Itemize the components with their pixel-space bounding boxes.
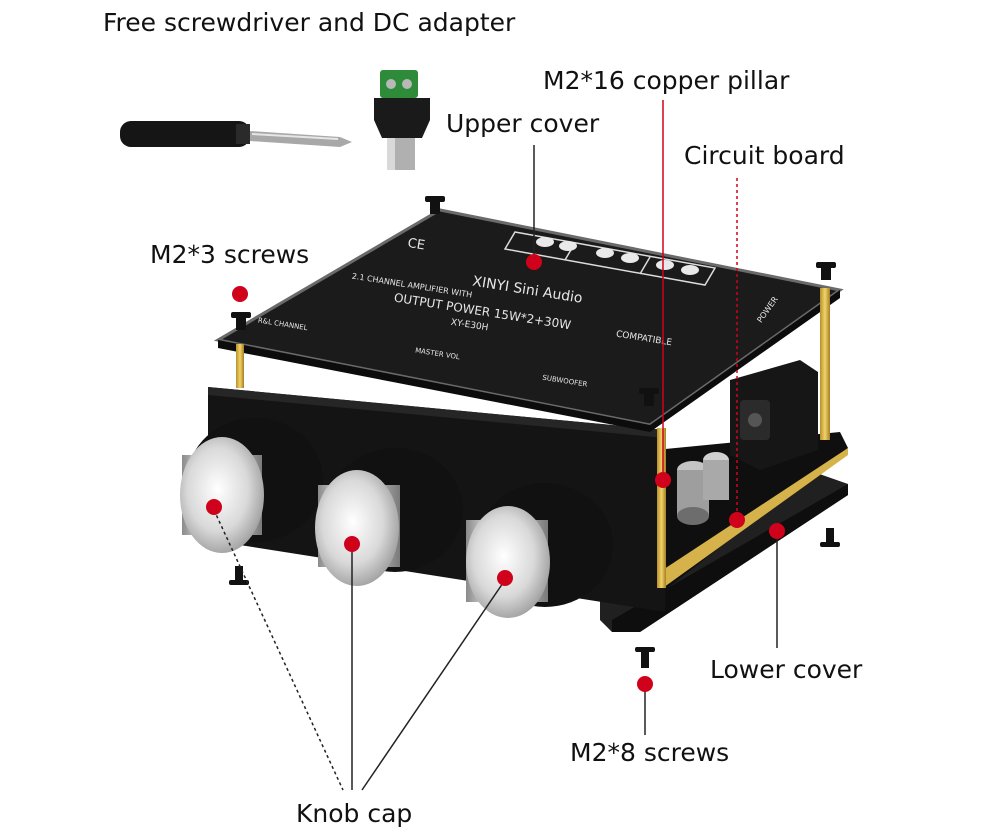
marker-lower-cover xyxy=(769,523,785,539)
screwdriver-icon xyxy=(120,121,352,147)
callout-markers xyxy=(206,254,785,692)
knob-cap-label: Knob cap xyxy=(296,799,413,828)
marker-pillar xyxy=(655,472,671,488)
knob-rl xyxy=(180,418,323,553)
marker-m2x8 xyxy=(637,676,653,692)
dc-jack xyxy=(730,360,818,470)
marker-m2x3 xyxy=(232,286,248,302)
copper-pillar-icon xyxy=(236,288,830,588)
marker-circuit-board xyxy=(729,512,745,528)
capacitors xyxy=(677,452,729,525)
terminal-holes xyxy=(536,237,699,275)
marker-upper-cover xyxy=(526,254,542,270)
pillar-label: M2*16 copper pillar xyxy=(543,66,790,95)
knob-master xyxy=(315,448,463,586)
upper-cover-plate xyxy=(213,208,844,432)
callout-lines xyxy=(213,100,778,791)
screw-icon xyxy=(229,196,840,668)
circuit-board-label: Circuit board xyxy=(684,141,845,170)
lower-cover-label: Lower cover xyxy=(710,655,863,684)
marker-knob-1 xyxy=(206,499,222,515)
marker-knob-3 xyxy=(497,570,513,586)
m2x8-label: M2*8 screws xyxy=(570,738,730,767)
m2x3-label: M2*3 screws xyxy=(150,240,310,269)
dc-adapter-icon xyxy=(374,70,430,170)
marker-knob-2 xyxy=(344,536,360,552)
ce-mark: CE xyxy=(407,236,426,254)
title-label: Free screwdriver and DC adapter xyxy=(103,8,516,37)
upper-cover-label: Upper cover xyxy=(446,109,600,138)
